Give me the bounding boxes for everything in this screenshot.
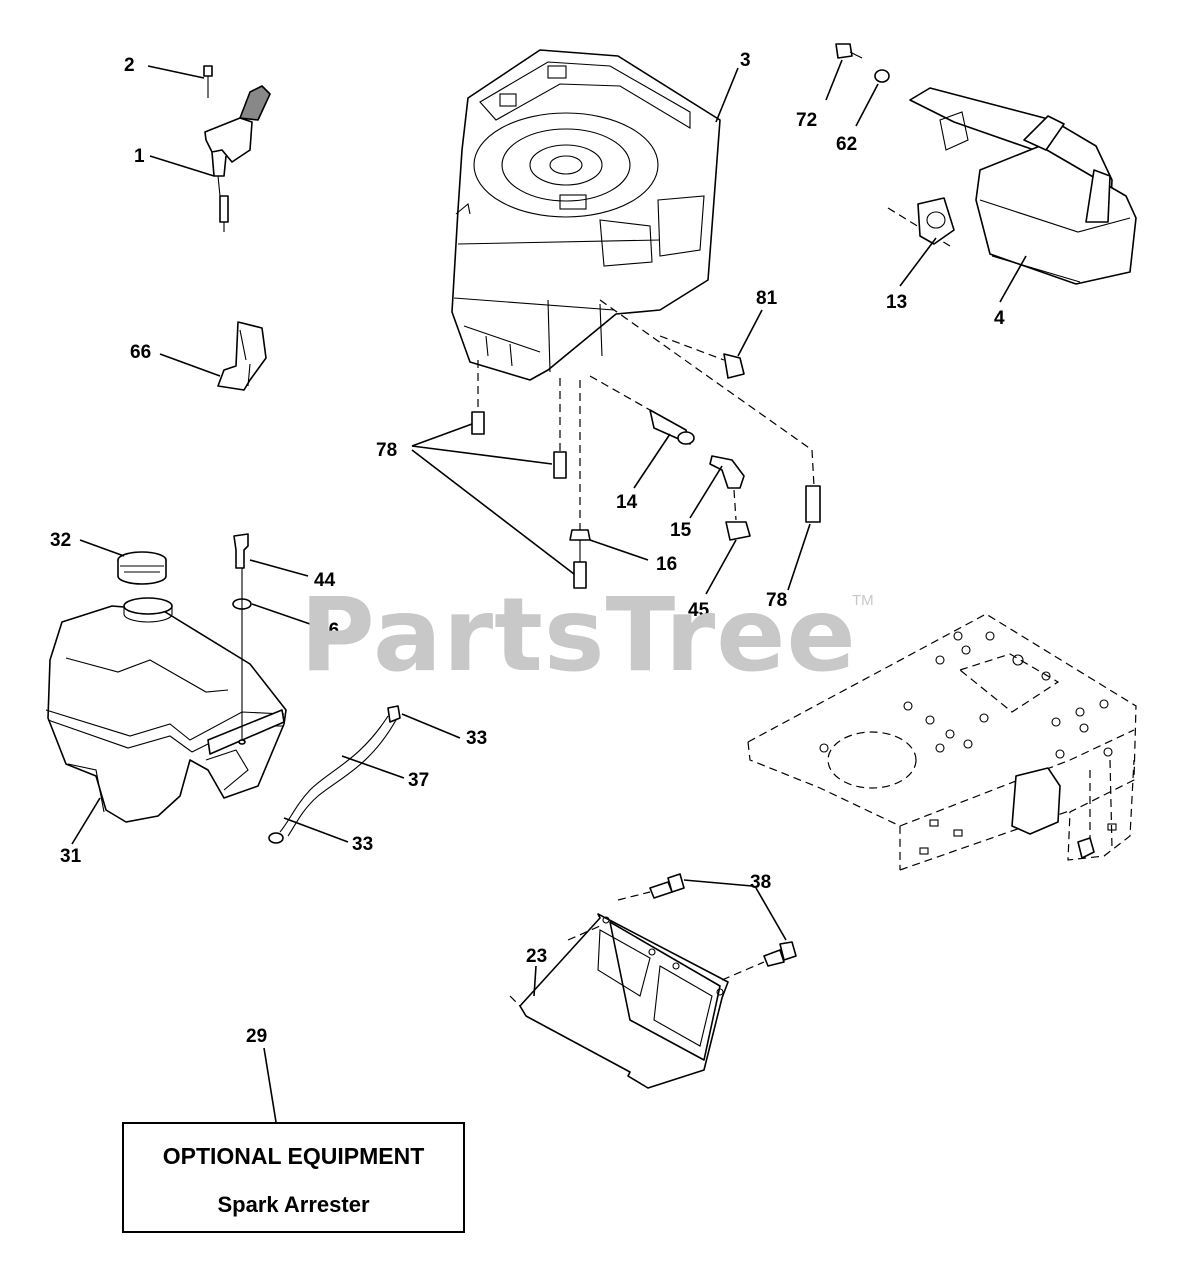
throttle-control-part: [203, 65, 271, 232]
callout-14: 14: [616, 492, 638, 513]
fuel-tank-part: [45, 533, 287, 823]
callout-labels: 2 1 3 72 62 13 4 66 81 78 14 15 16 45 78…: [50, 50, 1005, 1047]
callout-44: 44: [314, 570, 336, 591]
trademark-symbol: TM: [852, 592, 874, 609]
callout-78-right: 78: [766, 590, 787, 611]
callout-66: 66: [130, 342, 151, 363]
leader-lines: [71, 59, 1027, 1123]
callout-38: 45: [688, 600, 710, 621]
callout-31: 31: [60, 846, 82, 867]
fuel-line-part: [268, 705, 401, 844]
optional-equipment-title: OPTIONAL EQUIPMENT: [162, 1143, 425, 1169]
heat-shield-part: [509, 873, 797, 1089]
callout-29: 29: [246, 1026, 267, 1047]
callout-37: 37: [408, 770, 429, 791]
frame-part: [747, 613, 1137, 871]
callout-15: 15: [670, 520, 692, 541]
callout-33-top: 33: [466, 728, 487, 749]
callout-23: 23: [526, 946, 547, 967]
callout-62: 62: [836, 134, 857, 155]
bracket-66-part: [217, 321, 267, 391]
oil-drain-part: [589, 299, 821, 541]
optional-equipment-box: OPTIONAL EQUIPMENT Spark Arrester: [122, 1122, 465, 1233]
callout-3: 3: [740, 50, 751, 71]
callout-81: 81: [756, 288, 778, 309]
callout-4: 4: [994, 308, 1005, 329]
engine-part: [451, 49, 721, 589]
callout-32: 32: [50, 530, 71, 551]
callout-1: 1: [134, 146, 145, 167]
callout-2: 2: [124, 55, 135, 76]
partstree-watermark: PartsTree: [300, 576, 857, 695]
callout-33-bottom: 33: [352, 834, 373, 855]
callout-78-left: 78: [376, 440, 397, 461]
callout-13: 13: [886, 292, 907, 313]
spark-arrester-label: Spark Arrester: [217, 1192, 370, 1217]
callout-16: 16: [656, 554, 677, 575]
muffler-part: [835, 43, 1137, 285]
callout-72: 72: [796, 110, 817, 131]
callout-45: 38: [750, 872, 771, 893]
callout-46: 46: [318, 620, 339, 641]
